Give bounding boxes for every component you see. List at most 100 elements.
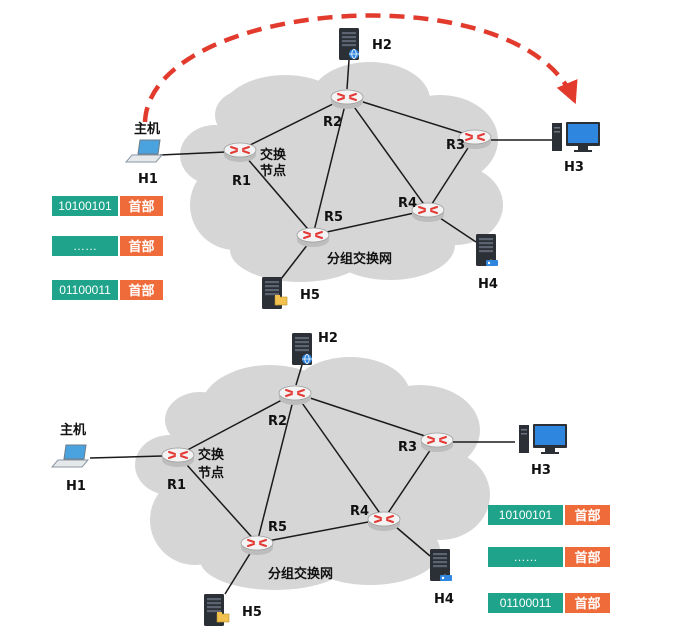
packet-bits: 10100101	[58, 199, 112, 213]
link-r3-r4	[427, 136, 476, 211]
router-icon	[278, 385, 312, 406]
host-type-label: 主机	[134, 121, 160, 137]
packet: …… 首部	[488, 547, 610, 567]
packet-header-block	[120, 236, 163, 256]
host-h2-label: H2	[372, 38, 392, 53]
host-h4-label: H4	[434, 592, 454, 607]
packet-header: 首部	[574, 550, 600, 566]
router-label-r2: R2	[268, 414, 287, 429]
host-link-1	[346, 59, 350, 90]
packet-bits: 01100011	[59, 283, 111, 297]
packet-data-block	[52, 196, 118, 216]
router-icon	[330, 89, 364, 110]
packet-header-block	[565, 593, 610, 613]
host-h4-label: H4	[478, 277, 498, 292]
link-r2-r5	[256, 392, 296, 544]
packet-header: 首部	[128, 199, 154, 215]
packet-header: 首部	[574, 596, 600, 612]
switch-node-label: 交换	[260, 147, 287, 163]
host-link-1	[295, 364, 303, 386]
link-r4-r5	[256, 518, 385, 544]
link-r1-r5	[177, 454, 258, 544]
switch-node-label-2: 节点	[260, 163, 286, 179]
router-icon	[296, 227, 330, 248]
packet-data-block	[488, 547, 563, 567]
transfer-arrow	[142, 13, 578, 123]
packet-header: 首部	[128, 283, 154, 299]
packet-header-block	[565, 547, 610, 567]
link-r2-r4	[346, 96, 429, 211]
link-r2-r5	[312, 96, 348, 236]
router-label-r2: R2	[323, 115, 342, 130]
laptop-icon	[51, 444, 89, 468]
host-link-3	[439, 217, 477, 243]
host-h5-label: H5	[242, 605, 262, 620]
laptop-icon	[125, 139, 163, 163]
link-r2-r3	[346, 96, 476, 138]
router-icon	[161, 447, 195, 468]
globe-icon	[348, 48, 360, 60]
router-icon	[367, 511, 401, 532]
packet: 10100101 首部	[488, 505, 610, 525]
packet: 01100011 首部	[52, 280, 163, 300]
router-label-r3: R3	[446, 138, 465, 153]
packet-header-block	[120, 196, 163, 216]
packet-bits: ……	[514, 550, 538, 564]
globe-icon	[301, 353, 313, 365]
link-r1-r5	[239, 149, 314, 236]
packet-bits: 01100011	[500, 596, 552, 610]
link-r1-r2	[177, 392, 296, 456]
host-h3-label: H3	[564, 160, 584, 175]
packet-bits: ……	[73, 239, 97, 253]
router-label-r1: R1	[232, 174, 251, 189]
link-r2-r4	[294, 392, 385, 520]
desktop-computer-icon	[552, 122, 600, 152]
router-label-r1: R1	[167, 478, 186, 493]
packet-header: 首部	[128, 239, 154, 255]
host-h2-label: H2	[318, 331, 338, 346]
router-label-r5: R5	[268, 520, 287, 535]
router-icon	[420, 432, 454, 453]
link-r3-r4	[383, 439, 438, 520]
network-label: 分组交换网	[268, 566, 333, 582]
top-cloud	[180, 62, 503, 282]
link-r4-r5	[312, 209, 429, 236]
packet-header: 首部	[574, 508, 600, 524]
host-h5-label: H5	[300, 288, 320, 303]
network-label: 分组交换网	[327, 251, 392, 267]
host-link-4	[280, 243, 309, 280]
packet-data-block	[488, 505, 563, 525]
host-h3-label: H3	[531, 463, 551, 478]
router-label-r4: R4	[398, 196, 417, 211]
switch-node-label-2: 节点	[198, 465, 224, 481]
packet: …… 首部	[52, 236, 163, 256]
link-r2-r3	[294, 392, 438, 441]
host-type-label: 主机	[60, 422, 86, 438]
packet: 10100101 首部	[52, 196, 163, 216]
badge-icon	[486, 260, 498, 266]
badge-icon	[440, 575, 452, 581]
host-h1-label: H1	[66, 479, 86, 494]
router-label-r4: R4	[350, 504, 369, 519]
switch-node-label: 交换	[198, 447, 225, 463]
link-r1-r2	[239, 96, 348, 151]
packet-header-block	[565, 505, 610, 525]
host-link-0	[89, 455, 163, 459]
packet-data-block	[52, 280, 118, 300]
desktop-computer-icon	[519, 424, 567, 454]
host-link-3	[395, 526, 431, 557]
router-label-r5: R5	[324, 210, 343, 225]
host-link-0	[159, 151, 227, 156]
packet-data-block	[52, 236, 118, 256]
packet: 01100011 首部	[488, 593, 610, 613]
router-label-r3: R3	[398, 440, 417, 455]
packet-data-block	[488, 593, 563, 613]
router-icon	[223, 142, 257, 163]
packet-header-block	[120, 280, 163, 300]
host-h1-label: H1	[138, 172, 158, 187]
host-link-4	[224, 551, 252, 595]
packet-bits: 10100101	[499, 508, 553, 522]
